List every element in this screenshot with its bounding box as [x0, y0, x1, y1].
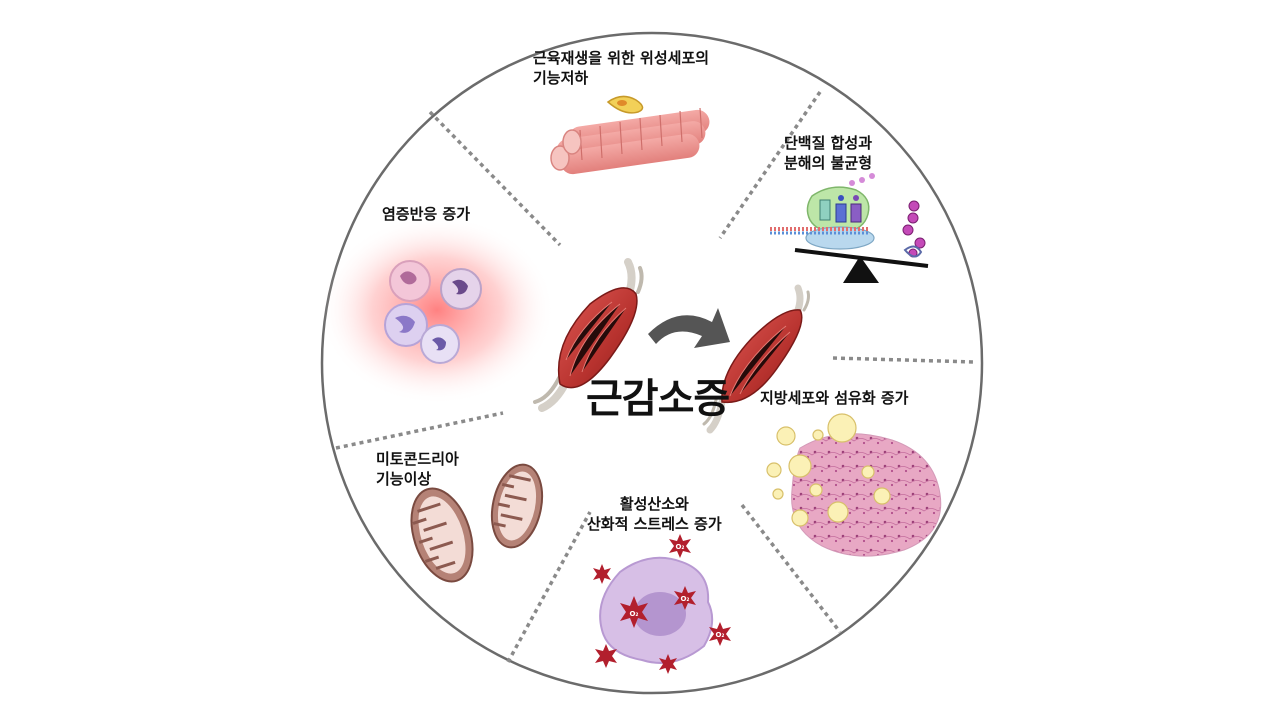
label-mitochondria: 미토콘드리아 기능이상 [376, 450, 459, 488]
muscle-fiber-bundle [550, 95, 710, 175]
protein-balance-scale [770, 173, 929, 283]
label-protein-imbalance: 단백질 합성과 분해의 불균형 [784, 134, 873, 172]
label-fat-fibrosis: 지방세포와 섬유화 증가 [760, 389, 909, 407]
fat-fibrosis-tissue [766, 413, 942, 557]
o2-text: O₂ [680, 595, 689, 603]
atrophied-muscle-illustration [702, 284, 810, 434]
mitochondria-illustration [410, 463, 544, 583]
arrow-icon [648, 308, 730, 348]
segment-dividers [335, 91, 976, 663]
healthy-muscle-illustration [533, 258, 644, 412]
label-inflammation: 염증반응 증가 [382, 205, 471, 223]
ros-cell-illustration [599, 556, 714, 664]
o2-text: O₂ [629, 610, 638, 618]
o2-radical-icons: O₂ O₂ O₂ O₂ [593, 534, 731, 674]
inflammation-cells [319, 215, 555, 405]
o2-text: O₂ [715, 631, 724, 639]
label-satellite-cell: 근육재생을 위한 위성세포의 기능저하 [533, 49, 710, 87]
center-title: 근감소증 [586, 376, 730, 422]
label-ros: 활성산소와 산화적 스트레스 증가 [587, 495, 722, 533]
o2-text: O₂ [675, 543, 684, 551]
